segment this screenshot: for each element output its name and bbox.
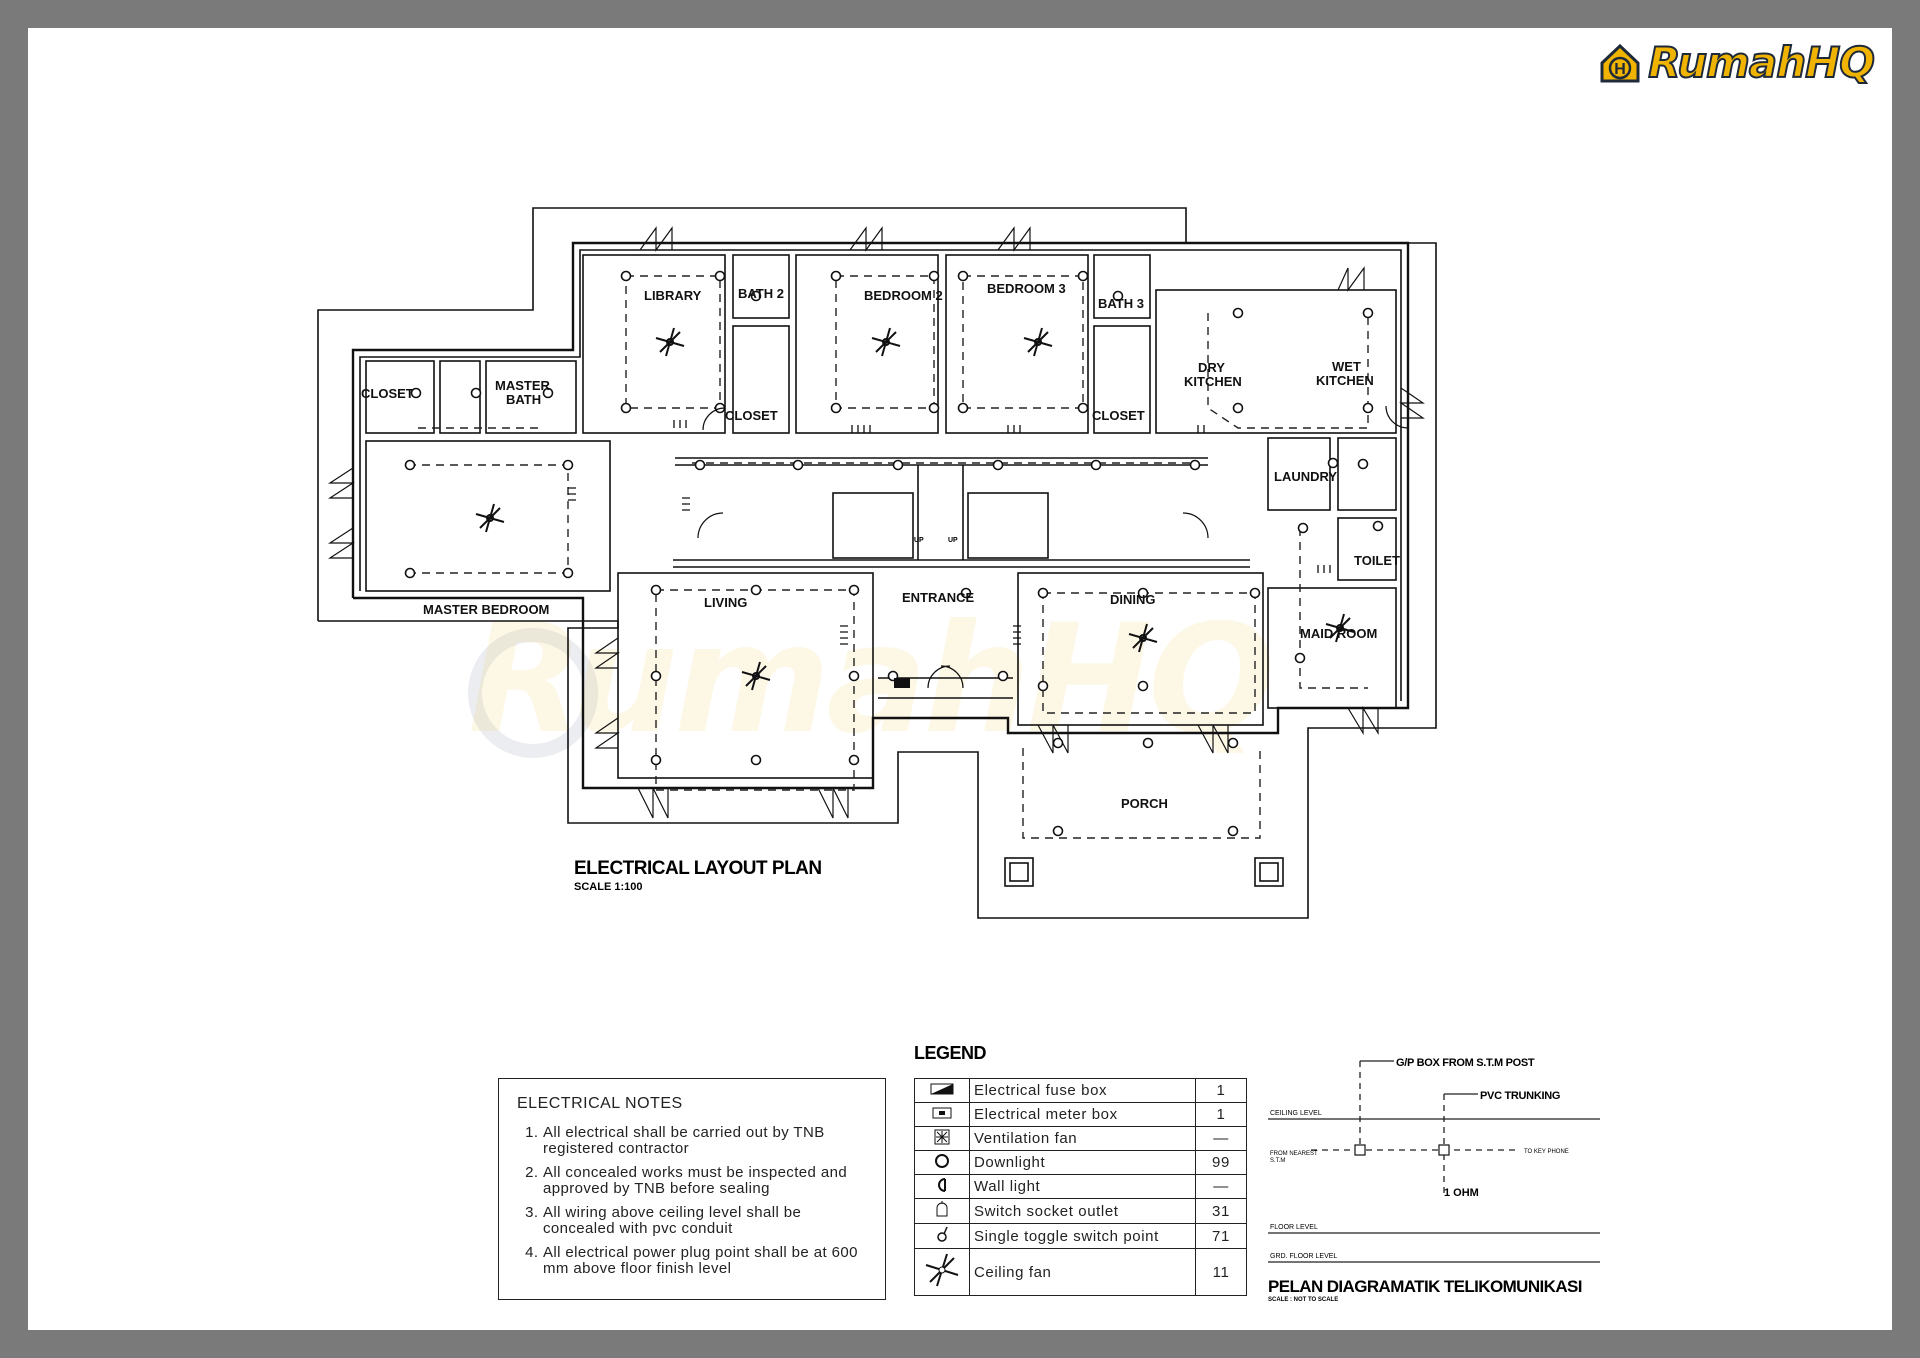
- telecom-ceiling-label: CEILING LEVEL: [1270, 1110, 1322, 1117]
- stair-label-up-1: UP: [914, 537, 924, 544]
- plan-scale: SCALE 1:100: [574, 881, 642, 893]
- legend-label: Ceiling fan: [969, 1248, 1196, 1296]
- legend-label: Single toggle switch point: [969, 1223, 1196, 1249]
- legend-qty: 71: [1195, 1223, 1247, 1249]
- svg-text:H: H: [1614, 61, 1626, 78]
- plan-doors: [697, 405, 1409, 689]
- legend-row: Single toggle switch point 71: [914, 1223, 1247, 1249]
- telecom-floor-label: FLOOR LEVEL: [1270, 1224, 1318, 1231]
- legend-label: Electrical meter box: [969, 1102, 1196, 1127]
- legend-row: Wall light —: [914, 1174, 1247, 1199]
- watermark-text: RumahHQ: [468, 593, 1275, 767]
- ceiling-fans: [475, 327, 1355, 691]
- switch-groups: [568, 420, 1331, 645]
- room-label-laundry: LAUNDRY: [1274, 469, 1337, 484]
- brand-name: RumahHQ: [1647, 37, 1876, 88]
- note-item: All wiring above ceiling level shall be …: [543, 1205, 867, 1237]
- room-label-bath3: BATH 3: [1098, 296, 1144, 311]
- legend-row: Switch socket outlet 31: [914, 1198, 1247, 1224]
- legend-label: Ventilation fan: [969, 1126, 1196, 1151]
- legend-qty: 1: [1195, 1078, 1247, 1103]
- meter-box-icon: [932, 1107, 952, 1118]
- room-label-library: LIBRARY: [644, 288, 702, 303]
- wiring-runs: [408, 275, 1369, 839]
- plan-windows: [327, 226, 1425, 819]
- legend-row: Ventilation fan —: [914, 1126, 1247, 1151]
- telecom-scale: SCALE : NOT TO SCALE: [1268, 1297, 1338, 1303]
- downlight-fixtures: [404, 270, 1384, 837]
- room-label-wet-kitchen-2: KITCHEN: [1316, 373, 1374, 388]
- telecom-diagram: [1268, 1060, 1600, 1263]
- plan-walls: [317, 207, 1437, 919]
- socket-outlet-icon: [936, 1201, 948, 1217]
- house-logo-icon: H: [1600, 43, 1640, 82]
- legend-qty: 11: [1195, 1248, 1247, 1296]
- fuse-box-symbol: [894, 678, 910, 688]
- toggle-switch-icon: [937, 1226, 948, 1242]
- legend-qty: 31: [1195, 1198, 1247, 1224]
- telecom-pvc-label: PVC TRUNKING: [1480, 1090, 1560, 1102]
- room-label-master-bath-1: MASTER: [495, 378, 551, 393]
- room-label-entrance: ENTRANCE: [902, 590, 975, 605]
- legend-row: Electrical fuse box 1: [914, 1078, 1247, 1103]
- room-label-dry-kitchen-1: DRY: [1198, 360, 1225, 375]
- legend-qty: 1: [1195, 1102, 1247, 1127]
- downlight-icon: [935, 1153, 949, 1168]
- room-label-maid-room: MAID ROOM: [1300, 626, 1377, 641]
- note-item: All electrical power plug point shall be…: [543, 1245, 867, 1277]
- room-label-closet-master: CLOSET: [361, 386, 414, 401]
- telecom-grd-floor-label: GRD. FLOOR LEVEL: [1270, 1253, 1337, 1260]
- room-label-bath2: BATH 2: [738, 286, 784, 301]
- room-label-closet-bed2: CLOSET: [725, 408, 778, 423]
- legend-label: Switch socket outlet: [969, 1198, 1196, 1224]
- room-label-master-bedroom: MASTER BEDROOM: [423, 602, 549, 617]
- note-item: All electrical shall be carried out by T…: [543, 1125, 867, 1157]
- telecom-to-label: TO KEY PHONE: [1524, 1149, 1569, 1155]
- room-label-porch: PORCH: [1121, 796, 1168, 811]
- legend-qty: —: [1195, 1174, 1247, 1199]
- wall-light-icon: [938, 1177, 946, 1192]
- note-item: All concealed works must be inspected an…: [543, 1165, 867, 1197]
- notes-list: All electrical shall be carried out by T…: [517, 1125, 867, 1277]
- ceiling-fan-icon: [925, 1253, 959, 1287]
- legend-label: Downlight: [969, 1150, 1196, 1175]
- telecom-title: PELAN DIAGRAMATIK TELIKOMUNIKASI: [1268, 1277, 1582, 1296]
- telecom-from-label-2: S.T.M: [1270, 1158, 1285, 1164]
- drawing-sheet: H RumahHQ RumahHQ: [28, 28, 1892, 1330]
- fuse-box-icon: [930, 1083, 954, 1094]
- room-label-toilet: TOILET: [1354, 553, 1400, 568]
- telecom-gp-box-label: G/P BOX FROM S.T.M POST: [1396, 1057, 1535, 1069]
- room-label-bedroom3: BEDROOM 3: [987, 281, 1066, 296]
- electrical-notes: ELECTRICAL NOTES All electrical shall be…: [498, 1078, 886, 1300]
- legend-label: Wall light: [969, 1174, 1196, 1199]
- brand-logo: H RumahHQ: [1598, 37, 1876, 88]
- room-label-wet-kitchen-1: WET: [1332, 359, 1361, 374]
- legend-table: Electrical fuse box 1 Electrical meter b…: [914, 1078, 1247, 1296]
- room-label-dry-kitchen-2: KITCHEN: [1184, 374, 1242, 389]
- legend-qty: 99: [1195, 1150, 1247, 1175]
- plan-title: ELECTRICAL LAYOUT PLAN: [574, 858, 822, 879]
- legend-qty: —: [1195, 1126, 1247, 1151]
- ventilation-fan-icon: [934, 1129, 950, 1144]
- stair-label-up-2: UP: [948, 537, 958, 544]
- legend-row: Ceiling fan 11: [914, 1248, 1247, 1296]
- legend-label: Electrical fuse box: [969, 1078, 1196, 1103]
- room-label-master-bath-2: BATH: [506, 392, 541, 407]
- telecom-ohm-label: 1 OHM: [1444, 1187, 1479, 1199]
- room-label-dining: DINING: [1110, 592, 1156, 607]
- room-label-closet-bed3: CLOSET: [1092, 408, 1145, 423]
- room-label-bedroom2: BEDROOM 2: [864, 288, 943, 303]
- telecom-from-label-1: FROM NEAREST: [1270, 1151, 1318, 1157]
- legend-title: LEGEND: [914, 1043, 987, 1063]
- electrical-floor-plan: LIBRARY BATH 2 BEDROOM 2 BEDROOM 3 BATH …: [317, 207, 1600, 1303]
- legend-row: Electrical meter box 1: [914, 1102, 1247, 1127]
- notes-title: ELECTRICAL NOTES: [517, 1095, 683, 1112]
- room-label-living: LIVING: [704, 595, 747, 610]
- legend-row: Downlight 99: [914, 1150, 1247, 1175]
